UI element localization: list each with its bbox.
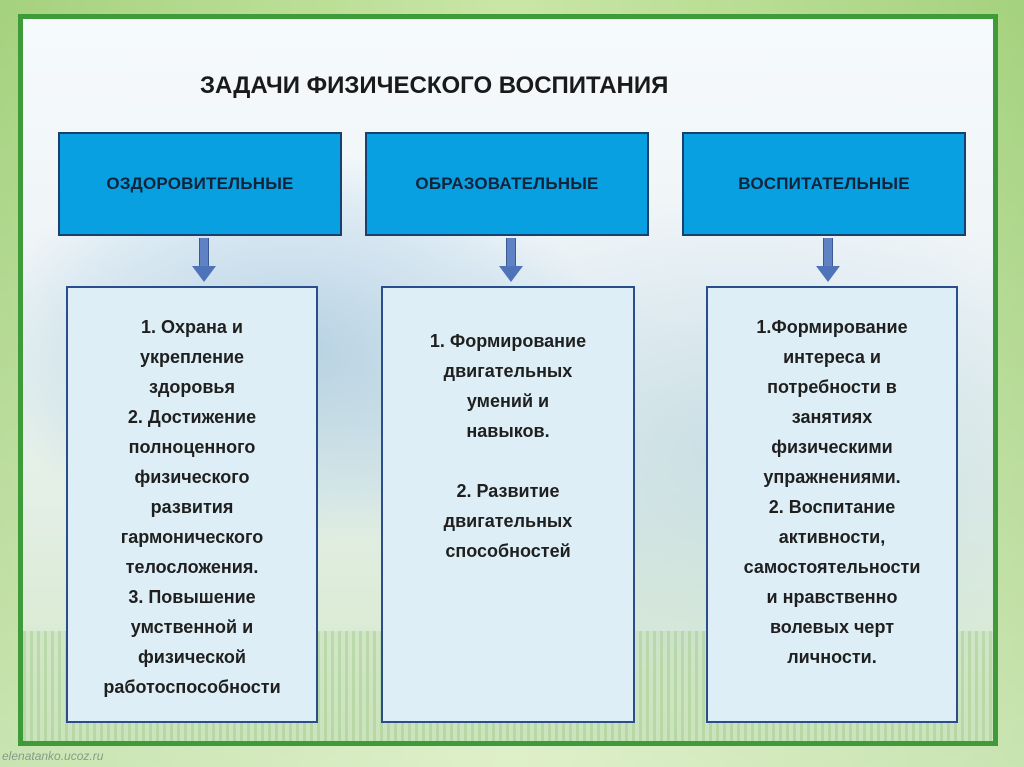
category-header-health: ОЗДОРОВИТЕЛЬНЫЕ	[58, 132, 342, 236]
diagram-title: ЗАДАЧИ ФИЗИЧЕСКОГО ВОСПИТАНИЯ	[200, 72, 669, 99]
text-line: волевых черт	[769, 617, 895, 637]
text-line: умственной и	[130, 617, 254, 637]
arrow-down-icon	[199, 238, 209, 268]
category-body-health: 1. Охрана и укрепление здоровья 2. Дости…	[66, 286, 318, 723]
text-line: личности.	[787, 647, 877, 667]
text-line: занятиях	[791, 407, 873, 427]
category-header-upbringing: ВОСПИТАТЕЛЬНЫЕ	[682, 132, 966, 236]
text-line: самостоятельности	[743, 557, 921, 577]
text-line: укрепление	[139, 347, 245, 367]
category-label: ВОСПИТАТЕЛЬНЫЕ	[738, 174, 910, 193]
text-line: 2. Достижение	[127, 407, 257, 427]
text-line: 3. Повышение	[128, 587, 256, 607]
category-label: ОБРАЗОВАТЕЛЬНЫЕ	[415, 174, 599, 193]
category-body-education: 1. Формирование двигательных умений и на…	[381, 286, 635, 723]
text-line: 2. Воспитание	[768, 497, 896, 517]
arrow-down-icon	[506, 238, 516, 268]
text-line: здоровья	[149, 377, 235, 397]
text-line: 1. Формирование	[429, 331, 587, 351]
category-header-education: ОБРАЗОВАТЕЛЬНЫЕ	[365, 132, 649, 236]
text-line: активности,	[778, 527, 886, 547]
text-line	[383, 446, 633, 476]
arrow-head-icon	[499, 266, 523, 282]
text-line: физической	[138, 647, 246, 667]
text-line: потребности в	[767, 377, 897, 397]
text-line: физическими	[771, 437, 893, 457]
text-line: 1.Формирование	[756, 317, 908, 337]
watermark: elenatanko.ucoz.ru	[2, 749, 104, 763]
text-line: работоспособности	[103, 677, 281, 697]
category-text: 1. Формирование двигательных умений и на…	[383, 326, 633, 566]
text-line: упражнениями.	[763, 467, 901, 487]
text-line: интереса и	[783, 347, 881, 367]
text-line: умений и	[466, 391, 550, 411]
text-line: 2. Развитие	[456, 481, 560, 501]
category-body-upbringing: 1.Формирование интереса и потребности в …	[706, 286, 958, 723]
text-line: 1. Охрана и	[141, 317, 243, 337]
arrow-down-icon	[823, 238, 833, 268]
category-text: 1. Охрана и укрепление здоровья 2. Дости…	[68, 312, 316, 702]
arrow-head-icon	[192, 266, 216, 282]
text-line: гармонического	[120, 527, 264, 547]
text-line: полноценного	[128, 437, 256, 457]
category-label: ОЗДОРОВИТЕЛЬНЫЕ	[106, 174, 294, 193]
text-line: способностей	[445, 541, 571, 561]
text-line: и нравственно	[766, 587, 898, 607]
arrow-head-icon	[816, 266, 840, 282]
text-line: двигательных	[443, 511, 573, 531]
category-text: 1.Формирование интереса и потребности в …	[708, 312, 956, 672]
text-line: развития	[150, 497, 234, 517]
text-line: навыков.	[466, 421, 550, 441]
text-line: физического	[134, 467, 250, 487]
text-line: телосложения.	[125, 557, 259, 577]
text-line: двигательных	[443, 361, 573, 381]
